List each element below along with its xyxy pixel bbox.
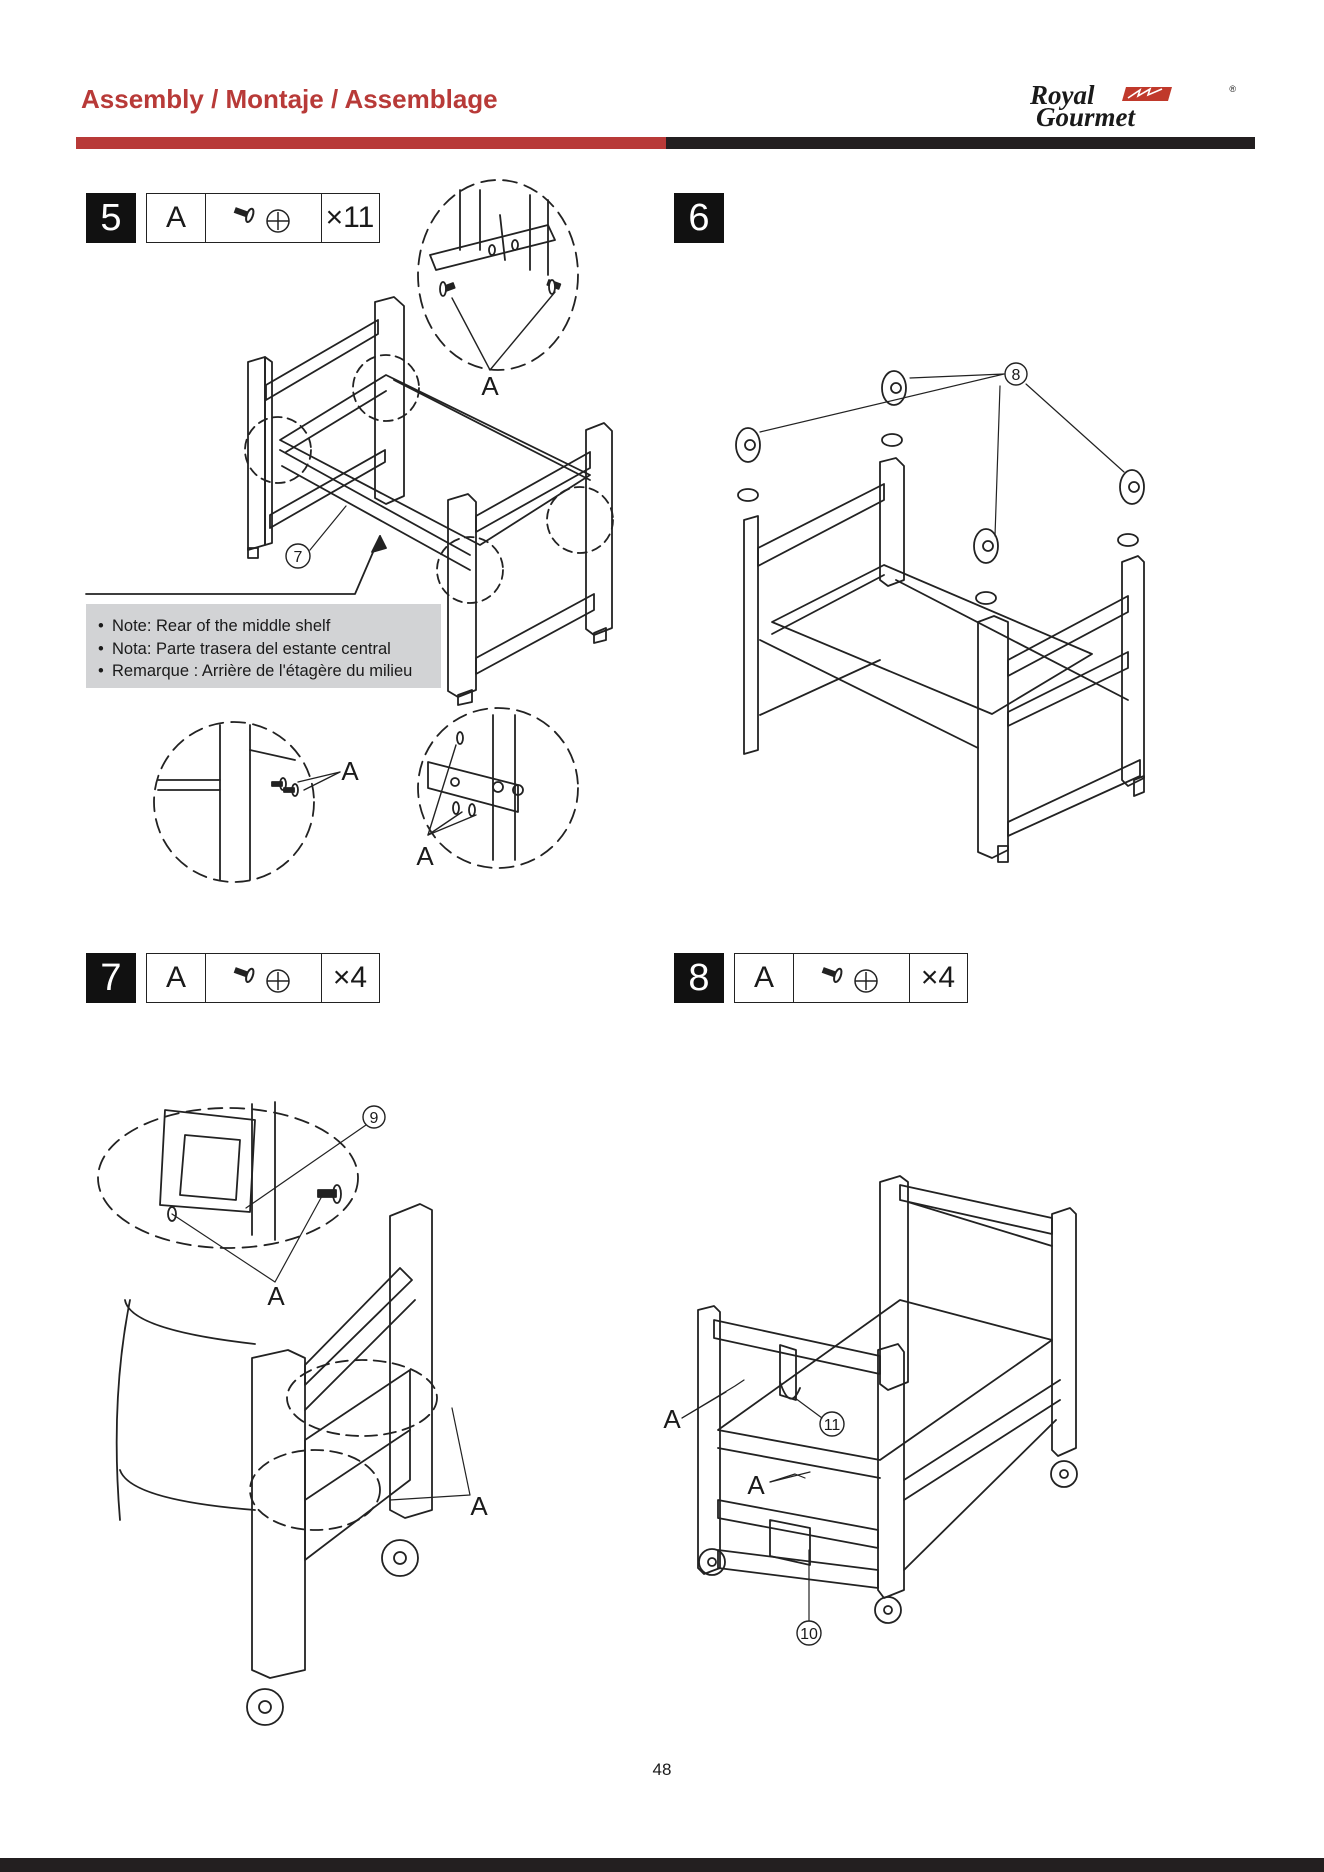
callout-a-step7-bottom: A: [470, 1491, 488, 1521]
callout-a-step5-top: A: [481, 371, 499, 401]
callout-a-step5-right: A: [416, 841, 434, 871]
step-5-frame-drawing: [86, 297, 613, 705]
part-11-label: 11: [824, 1417, 841, 1434]
step-7-frame-drawing: [98, 1102, 437, 1725]
step-6-frame-drawing: [736, 371, 1144, 862]
callout-a-step5-left: A: [341, 756, 359, 786]
part-8-label: 8: [1012, 367, 1021, 384]
step-8-frame-drawing: [698, 1176, 1077, 1623]
step-5-detail-top: [418, 180, 578, 370]
step-5-detail-left: [154, 722, 314, 882]
page-number: 48: [0, 1760, 1324, 1780]
callout-a-step8-top: A: [663, 1404, 681, 1434]
footer-rule: [0, 1858, 1324, 1872]
callout-a-step8-bottom: A: [747, 1470, 765, 1500]
callout-a-step7-top: A: [267, 1281, 285, 1311]
part-9-label: 9: [370, 1110, 379, 1127]
part-7-label: 7: [294, 549, 303, 566]
part-10-label: 10: [800, 1626, 818, 1643]
